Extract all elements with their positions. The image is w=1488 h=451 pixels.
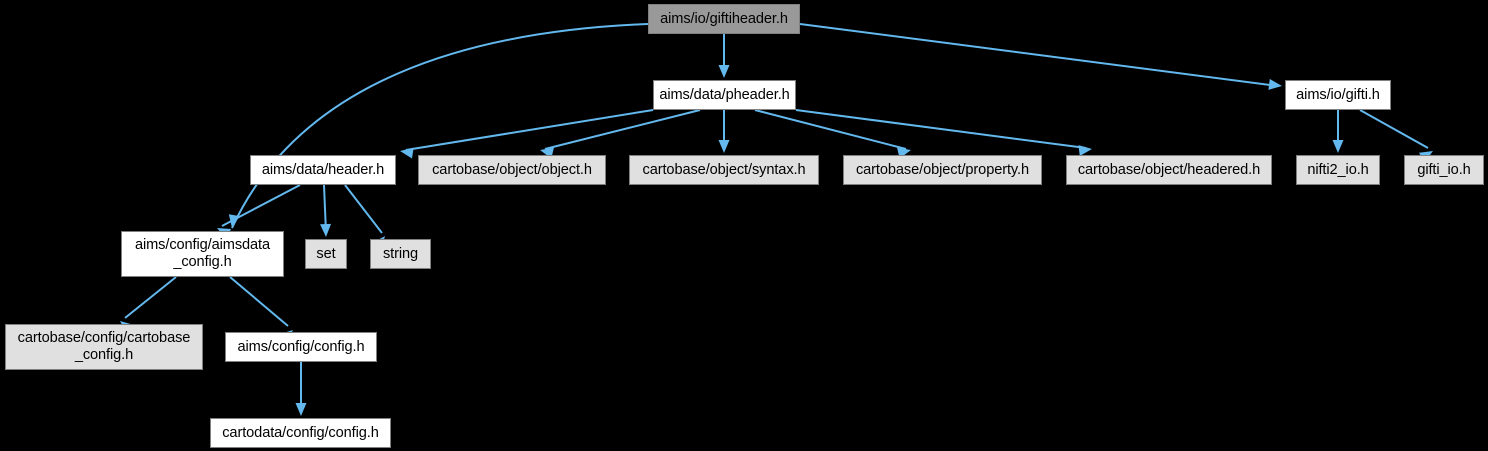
graph-edge-pheader-to-headered [795,109,1092,157]
graph-node-string[interactable]: string [370,239,431,269]
graph-node-gifti_io[interactable]: gifti_io.h [1404,155,1484,185]
graph-edge-giftiheader-to-gifti [799,23,1282,90]
graph-node-set[interactable]: set [305,239,347,269]
graph-edge-pheader-to-syntax [718,110,730,153]
graph-node-pheader[interactable]: aims/data/pheader.h [653,80,796,110]
graph-edge-pheader-to-header [400,109,654,159]
graph-edge-pheader-to-property [754,109,911,159]
graph-edge-giftiheader-to-pheader [718,34,730,78]
graph-node-aimsdata_config[interactable]: aims/config/aimsdata _config.h [121,231,284,277]
graph-edge-gifti-to-nifti2_io [1332,110,1344,153]
graph-node-headered[interactable]: cartobase/object/headered.h [1066,155,1272,185]
graph-node-header[interactable]: aims/data/header.h [250,155,396,185]
graph-node-cartobase_config[interactable]: cartobase/config/cartobase _config.h [5,324,203,370]
graph-node-giftiheader[interactable]: aims/io/giftiheader.h [648,4,800,34]
graph-node-property[interactable]: cartobase/object/property.h [843,155,1042,185]
graph-edge-aims_config-to-cartodata_config [295,362,307,416]
graph-edge-giftiheader-to-aimsdata_config [228,23,649,229]
graph-node-syntax[interactable]: cartobase/object/syntax.h [629,155,819,185]
graph-node-cartodata_config[interactable]: cartodata/config/config.h [210,418,391,448]
graph-node-aims_config[interactable]: aims/config/config.h [225,332,377,362]
graph-node-gifti[interactable]: aims/io/gifti.h [1285,80,1391,110]
graph-node-nifti2_io[interactable]: nifti2_io.h [1296,155,1380,185]
graph-edge-header-to-set [320,184,332,237]
graph-edge-pheader-to-object [540,109,701,159]
graph-node-object[interactable]: cartobase/object/object.h [418,155,606,185]
